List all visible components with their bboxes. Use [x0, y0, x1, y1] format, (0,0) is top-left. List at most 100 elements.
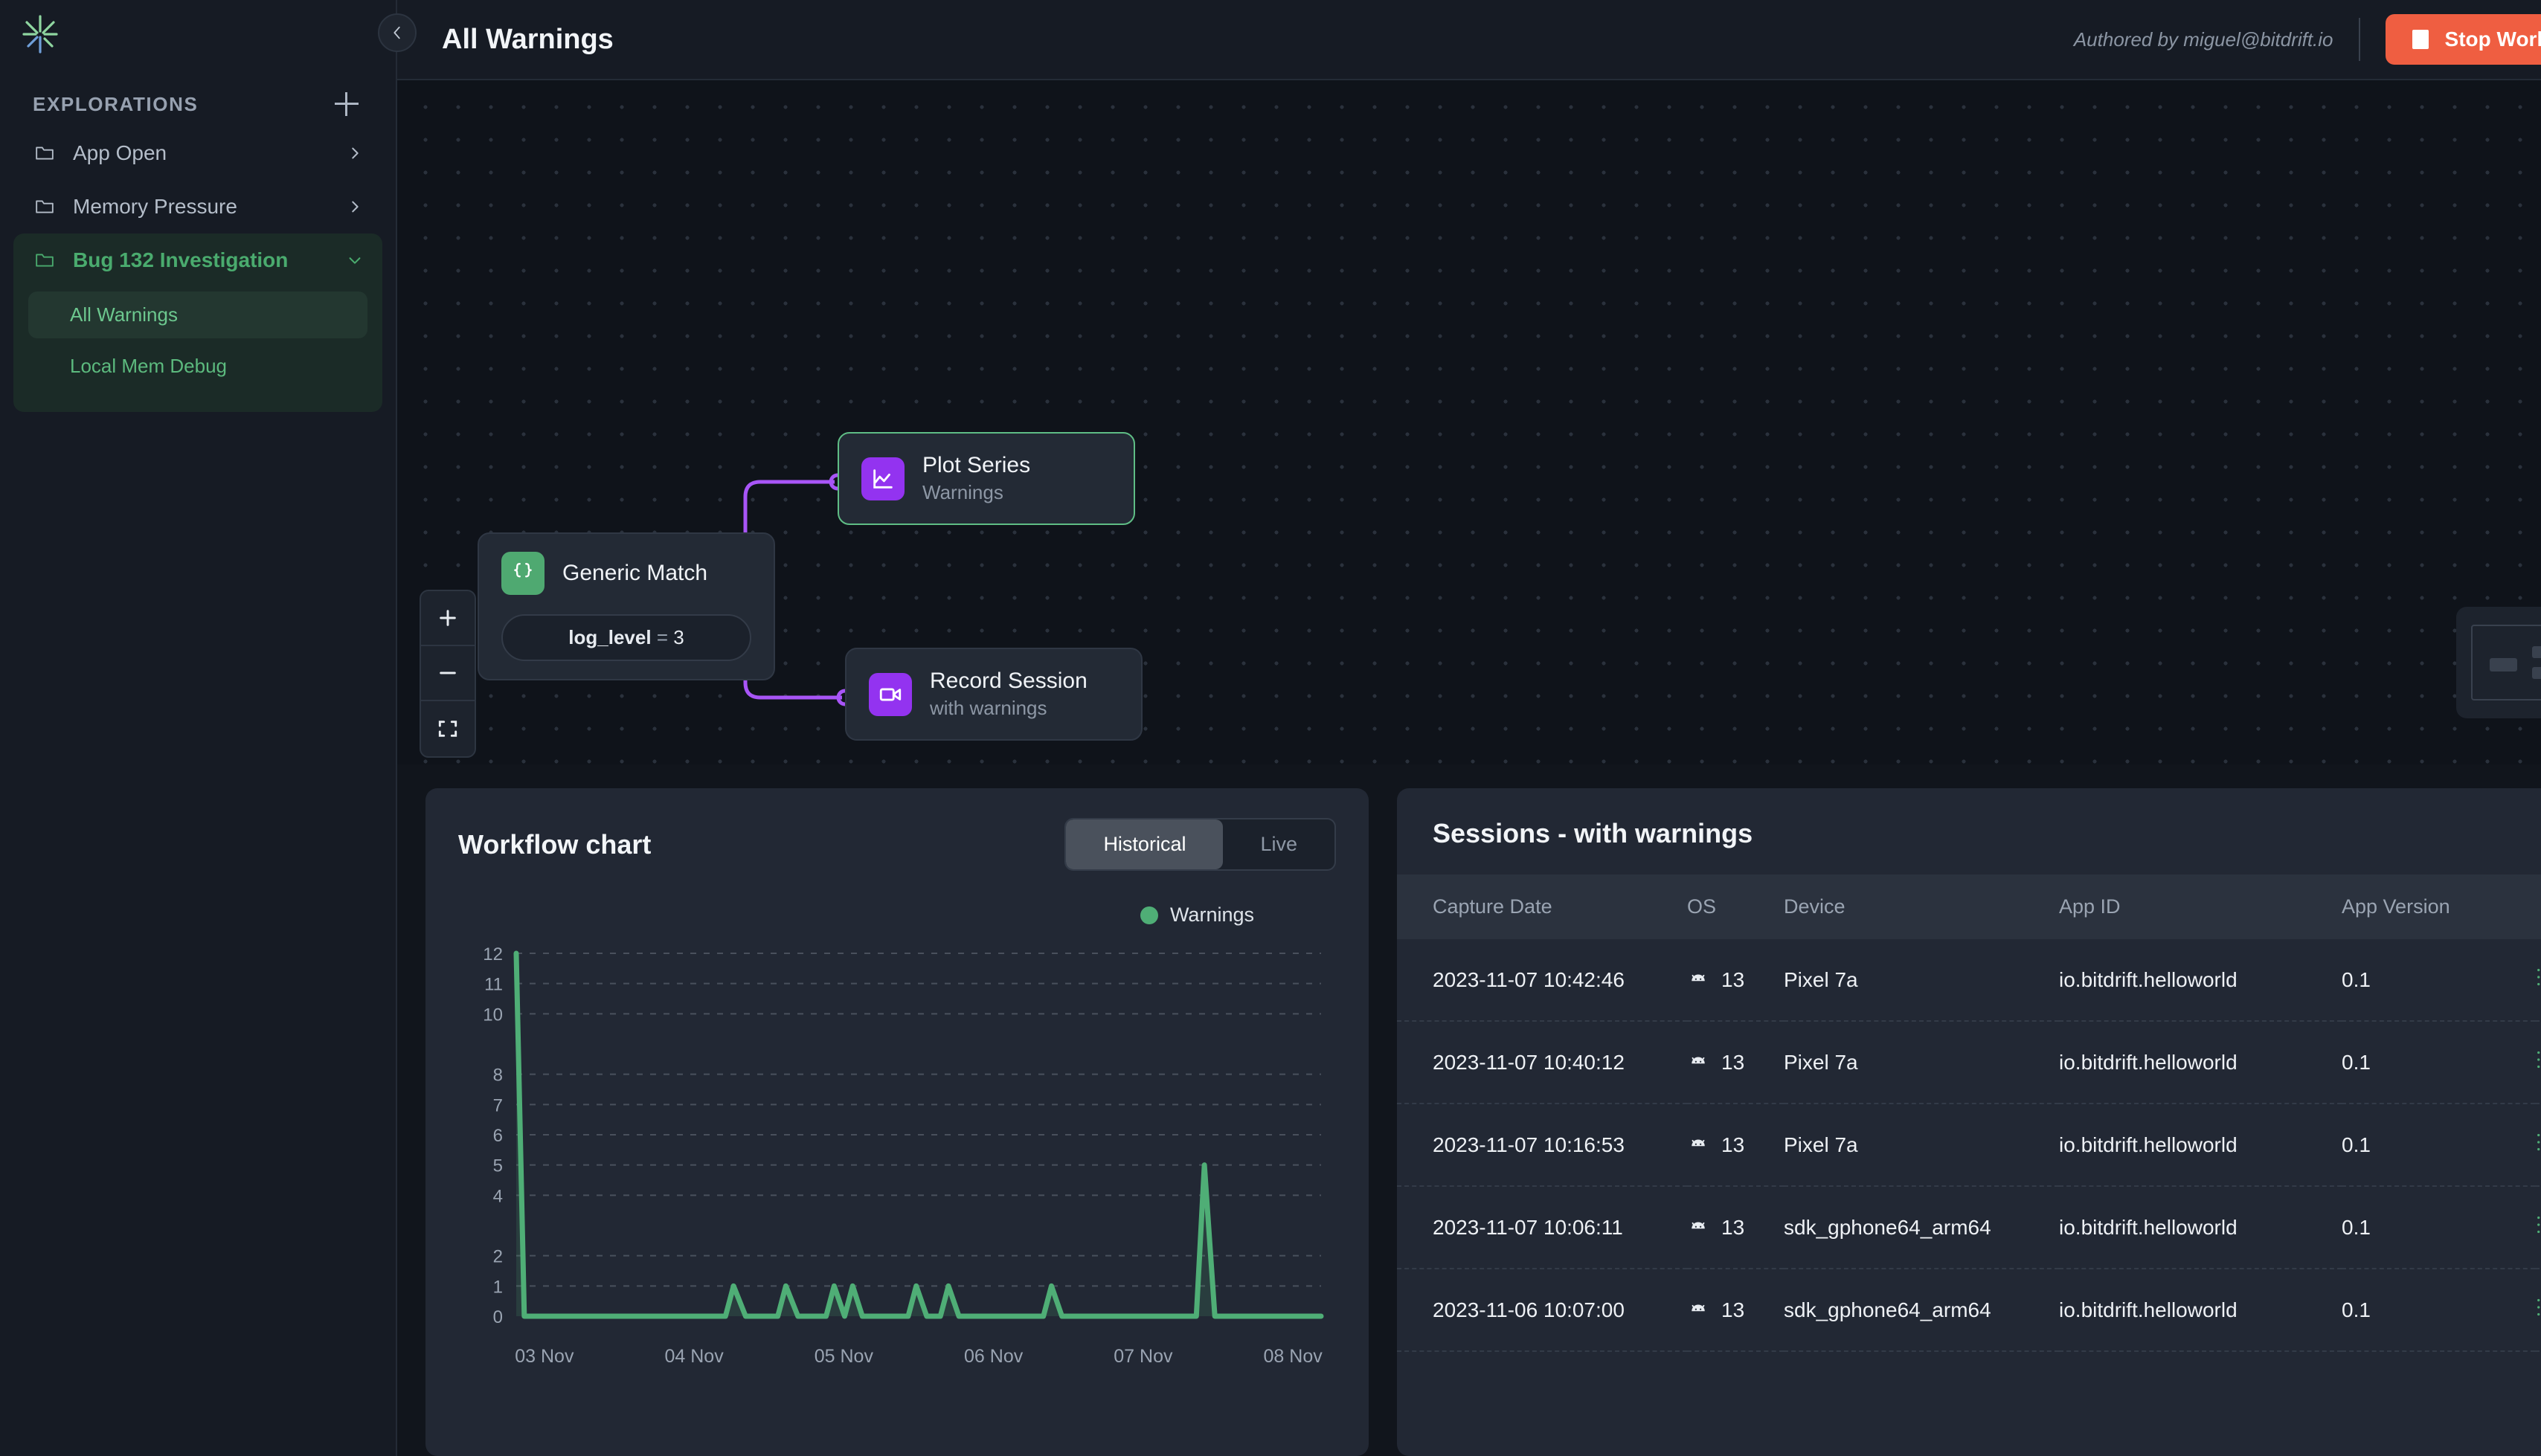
cell-app-version: 0.1	[2342, 939, 2535, 1021]
svg-text:8: 8	[493, 1066, 503, 1086]
chevron-down-icon[interactable]	[347, 252, 363, 268]
cell-app-version: 0.1	[2342, 1186, 2535, 1269]
column-capture-date[interactable]: Capture Date	[1397, 874, 1687, 939]
svg-text:03 Nov: 03 Nov	[515, 1346, 574, 1367]
node-subtitle: Warnings	[922, 481, 1030, 504]
table-header-row: Capture Date OS Device App ID App Versio…	[1397, 874, 2541, 939]
zoom-in-button[interactable]	[421, 591, 475, 646]
row-action-button[interactable]	[2535, 1104, 2541, 1186]
chevron-left-icon	[389, 22, 405, 44]
chart-panel-header: Workflow chart Historical Live	[458, 818, 1336, 871]
main-area: All Warnings Authored by miguel@bitdrift…	[397, 0, 2541, 1456]
legend-label: Warnings	[1170, 903, 1254, 927]
cell-app-version: 0.1	[2342, 1104, 2535, 1186]
cell-os: 13	[1687, 1269, 1784, 1351]
sessions-table: Capture Date OS Device App ID App Versio…	[1397, 874, 2541, 1352]
collapse-sidebar-button[interactable]	[378, 13, 417, 52]
column-app-id[interactable]: App ID	[2059, 874, 2342, 939]
workflow-canvas[interactable]: Generic Match log_level = 3	[397, 80, 2541, 764]
sessions-panel: Sessions - with warnings Capture Date OS…	[1397, 788, 2541, 1456]
minimap-node	[2490, 658, 2517, 671]
logs-list-icon	[2535, 1048, 2541, 1071]
cell-device: Pixel 7a	[1784, 939, 2059, 1021]
svg-text:0: 0	[493, 1307, 503, 1327]
svg-text:10: 10	[483, 1005, 503, 1025]
minimap-node	[2532, 646, 2541, 658]
canvas-minimap[interactable]	[2456, 607, 2541, 718]
condition-key: log_level	[568, 626, 651, 648]
chevron-right-icon	[347, 145, 363, 161]
svg-text:08 Nov: 08 Nov	[1264, 1346, 1323, 1367]
column-app-version[interactable]: App Version	[2342, 874, 2535, 939]
sidebar-item-memory-pressure[interactable]: Memory Pressure	[13, 180, 382, 233]
node-generic-match[interactable]: Generic Match log_level = 3	[478, 532, 775, 680]
row-action-button[interactable]	[2535, 939, 2541, 1021]
svg-text:2: 2	[493, 1247, 503, 1267]
svg-text:07 Nov: 07 Nov	[1114, 1346, 1173, 1367]
chart-mode-toggle: Historical Live	[1064, 818, 1336, 871]
sidebar-item-bug-132-investigation[interactable]: Bug 132 Investigation All Warnings Local…	[13, 233, 382, 412]
stop-workflow-button[interactable]: Stop Workflow	[2386, 14, 2541, 65]
sidebar-item-label: Memory Pressure	[73, 195, 330, 219]
sidebar-item-label: App Open	[73, 141, 330, 165]
authored-by-label: Authored by miguel@bitdrift.io	[2074, 28, 2333, 51]
fit-view-button[interactable]	[421, 701, 475, 756]
cell-capture-date: 2023-11-07 10:06:11	[1397, 1186, 1687, 1269]
column-os[interactable]: OS	[1687, 874, 1784, 939]
svg-text:05 Nov: 05 Nov	[815, 1346, 874, 1367]
condition-value: 3	[673, 626, 684, 648]
sidebar-item-all-warnings[interactable]: All Warnings	[28, 291, 367, 338]
add-exploration-icon[interactable]	[332, 89, 362, 119]
sessions-table-head: Capture Date OS Device App ID App Versio…	[1397, 874, 2541, 939]
bottom-panels: Workflow chart Historical Live Warnings …	[397, 764, 2541, 1456]
table-row[interactable]: 2023-11-06 10:07:0013sdk_gphone64_arm64i…	[1397, 1269, 2541, 1351]
zoom-out-button[interactable]	[421, 646, 475, 701]
row-action-button[interactable]	[2535, 1021, 2541, 1104]
line-chart-icon	[861, 457, 905, 500]
explorations-header: EXPLORATIONS	[0, 68, 396, 126]
cell-device: sdk_gphone64_arm64	[1784, 1186, 2059, 1269]
svg-text:1: 1	[493, 1277, 503, 1297]
folder-icon	[33, 144, 57, 163]
row-action-button[interactable]	[2535, 1186, 2541, 1269]
bitdrift-asterisk-logo	[19, 13, 61, 55]
node-condition-pill: log_level = 3	[501, 614, 751, 661]
cell-app-version: 0.1	[2342, 1021, 2535, 1104]
tab-historical[interactable]: Historical	[1066, 819, 1223, 869]
cell-app-version: 0.1	[2342, 1269, 2535, 1351]
row-action-button[interactable]	[2535, 1269, 2541, 1351]
header-divider	[2359, 18, 2360, 61]
column-device[interactable]: Device	[1784, 874, 2059, 939]
tab-live[interactable]: Live	[1223, 819, 1334, 869]
stop-workflow-label: Stop Workflow	[2445, 28, 2541, 51]
table-row[interactable]: 2023-11-07 10:42:4613Pixel 7aio.bitdrift…	[1397, 939, 2541, 1021]
column-actions	[2535, 874, 2541, 939]
logo-container[interactable]	[0, 0, 396, 68]
table-row[interactable]: 2023-11-07 10:06:1113sdk_gphone64_arm64i…	[1397, 1186, 2541, 1269]
folder-icon	[33, 251, 57, 270]
minus-icon	[436, 661, 460, 685]
logs-list-icon	[2535, 1214, 2541, 1236]
cell-os: 13	[1687, 1186, 1784, 1269]
logs-list-icon	[2535, 966, 2541, 988]
cell-app-id: io.bitdrift.helloworld	[2059, 1269, 2342, 1351]
stop-square-icon	[2412, 30, 2429, 49]
table-row[interactable]: 2023-11-07 10:40:1213Pixel 7aio.bitdrift…	[1397, 1021, 2541, 1104]
cell-os: 13	[1687, 1021, 1784, 1104]
header-actions: Authored by miguel@bitdrift.io Stop Work…	[2074, 14, 2541, 65]
logs-list-icon	[2535, 1296, 2541, 1318]
sidebar-item-app-open[interactable]: App Open	[13, 126, 382, 180]
table-row[interactable]: 2023-11-07 10:16:5313Pixel 7aio.bitdrift…	[1397, 1104, 2541, 1186]
sidebar-item-local-mem-debug[interactable]: Local Mem Debug	[28, 343, 367, 390]
node-plot-series[interactable]: Plot Series Warnings	[838, 432, 1135, 525]
chart-panel-title: Workflow chart	[458, 829, 651, 860]
warnings-area-chart: 0124567810111203 Nov04 Nov05 Nov06 Nov07…	[458, 943, 1336, 1382]
node-title: Generic Match	[562, 561, 707, 586]
cell-capture-date: 2023-11-07 10:16:53	[1397, 1104, 1687, 1186]
android-icon	[1687, 1134, 1709, 1156]
node-record-session[interactable]: Record Session with warnings	[845, 648, 1143, 741]
cell-capture-date: 2023-11-07 10:42:46	[1397, 939, 1687, 1021]
minimap-node	[2532, 667, 2541, 679]
plus-icon	[436, 606, 460, 630]
